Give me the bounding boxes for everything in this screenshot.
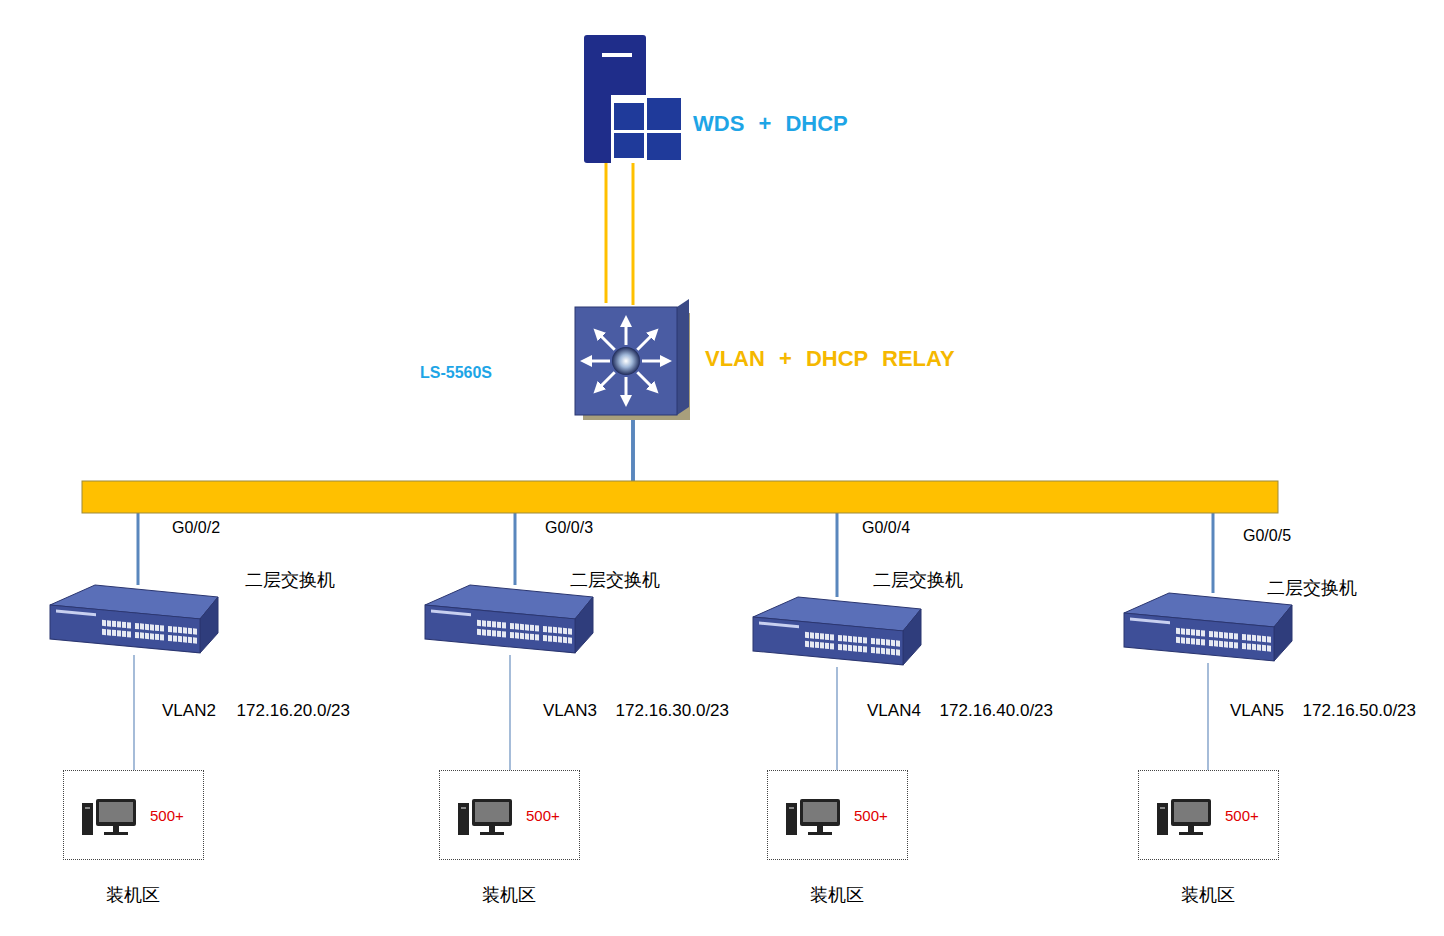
switch-arrow xyxy=(637,372,654,389)
switch-front xyxy=(753,617,903,665)
switch-arrow xyxy=(598,372,615,389)
pc-icon xyxy=(768,771,909,861)
node-label: 500+ xyxy=(526,807,560,824)
pc-icon xyxy=(458,799,512,835)
l2-icon xyxy=(1124,593,1292,663)
node-label: 二层交换机 xyxy=(873,570,963,591)
node-label: 500+ xyxy=(854,807,888,824)
bus-bar xyxy=(82,481,1278,513)
core-icon xyxy=(573,303,690,420)
connector xyxy=(509,655,510,770)
node-label: 二层交换机 xyxy=(1267,578,1357,599)
node-label: 500+ xyxy=(150,807,184,824)
switch-core xyxy=(612,347,640,375)
edge-label: VLAN4 172.16.40.0/23 xyxy=(867,701,1053,721)
pc-icon xyxy=(64,771,205,861)
edge-label: VLAN3 172.16.30.0/23 xyxy=(543,701,729,721)
server: WDS + DHCP xyxy=(584,35,684,163)
server-icon xyxy=(584,35,684,163)
pc-icon xyxy=(1157,799,1211,835)
access-switch: 二层交换机 xyxy=(1124,593,1292,663)
node-caption: 装机区 xyxy=(810,885,864,906)
switch-arrow xyxy=(625,321,628,345)
edge-label: G0/0/3 xyxy=(545,519,593,537)
switch-side xyxy=(903,609,921,665)
install-area: 500+装机区 xyxy=(63,770,204,860)
install-area: 500+装机区 xyxy=(767,770,908,860)
node-label: 二层交换机 xyxy=(245,570,335,591)
switch-arrow xyxy=(586,360,610,363)
connector xyxy=(836,667,837,770)
switch-front xyxy=(1124,613,1274,661)
access-switch: 二层交换机 xyxy=(425,585,593,655)
switch-arrow xyxy=(625,377,628,401)
switch-side xyxy=(575,299,689,415)
switch-arrow xyxy=(642,360,666,363)
connector xyxy=(1207,663,1208,770)
pc-icon xyxy=(1139,771,1280,861)
edge-label: G0/0/4 xyxy=(862,519,910,537)
node-label: 二层交换机 xyxy=(570,570,660,591)
edge-label: VLAN2 172.16.20.0/23 xyxy=(162,701,350,721)
connector xyxy=(605,163,608,303)
connector xyxy=(133,655,134,770)
server-slot xyxy=(602,53,632,57)
access-switch: 二层交换机 xyxy=(753,597,921,667)
switch-side xyxy=(575,597,593,653)
switch-front xyxy=(50,605,200,653)
node-label: WDS + DHCP xyxy=(693,111,848,136)
access-switch: 二层交换机 xyxy=(50,585,218,655)
switch-side xyxy=(200,597,218,653)
l2-icon xyxy=(50,585,218,655)
bus-drop xyxy=(632,420,635,482)
uplink-line xyxy=(632,163,635,305)
switch-arrow xyxy=(598,333,615,350)
pc-icon xyxy=(786,799,840,835)
core-switch: LS-5560SVLAN + DHCP RELAY xyxy=(573,303,690,420)
install-area: 500+装机区 xyxy=(1138,770,1279,860)
switch-front xyxy=(575,307,677,415)
l2-icon xyxy=(753,597,921,667)
pc-icon xyxy=(82,799,136,835)
switch-front xyxy=(425,605,575,653)
node-caption: 装机区 xyxy=(1181,885,1235,906)
switch-arrow xyxy=(637,333,654,350)
switch-side xyxy=(1274,605,1292,661)
pc-icon xyxy=(440,771,581,861)
install-area: 500+装机区 xyxy=(439,770,580,860)
node-caption: 装机区 xyxy=(106,885,160,906)
node-label: LS-5560S xyxy=(420,364,492,382)
node-caption: VLAN + DHCP RELAY xyxy=(705,346,955,371)
node-label: 500+ xyxy=(1225,807,1259,824)
node-caption: 装机区 xyxy=(482,885,536,906)
l2-icon xyxy=(425,585,593,655)
edge-label: G0/0/5 xyxy=(1243,527,1291,545)
edge-label: VLAN5 172.16.50.0/23 xyxy=(1230,701,1416,721)
edge-label: G0/0/2 xyxy=(172,519,220,537)
windows-logo xyxy=(611,95,684,163)
